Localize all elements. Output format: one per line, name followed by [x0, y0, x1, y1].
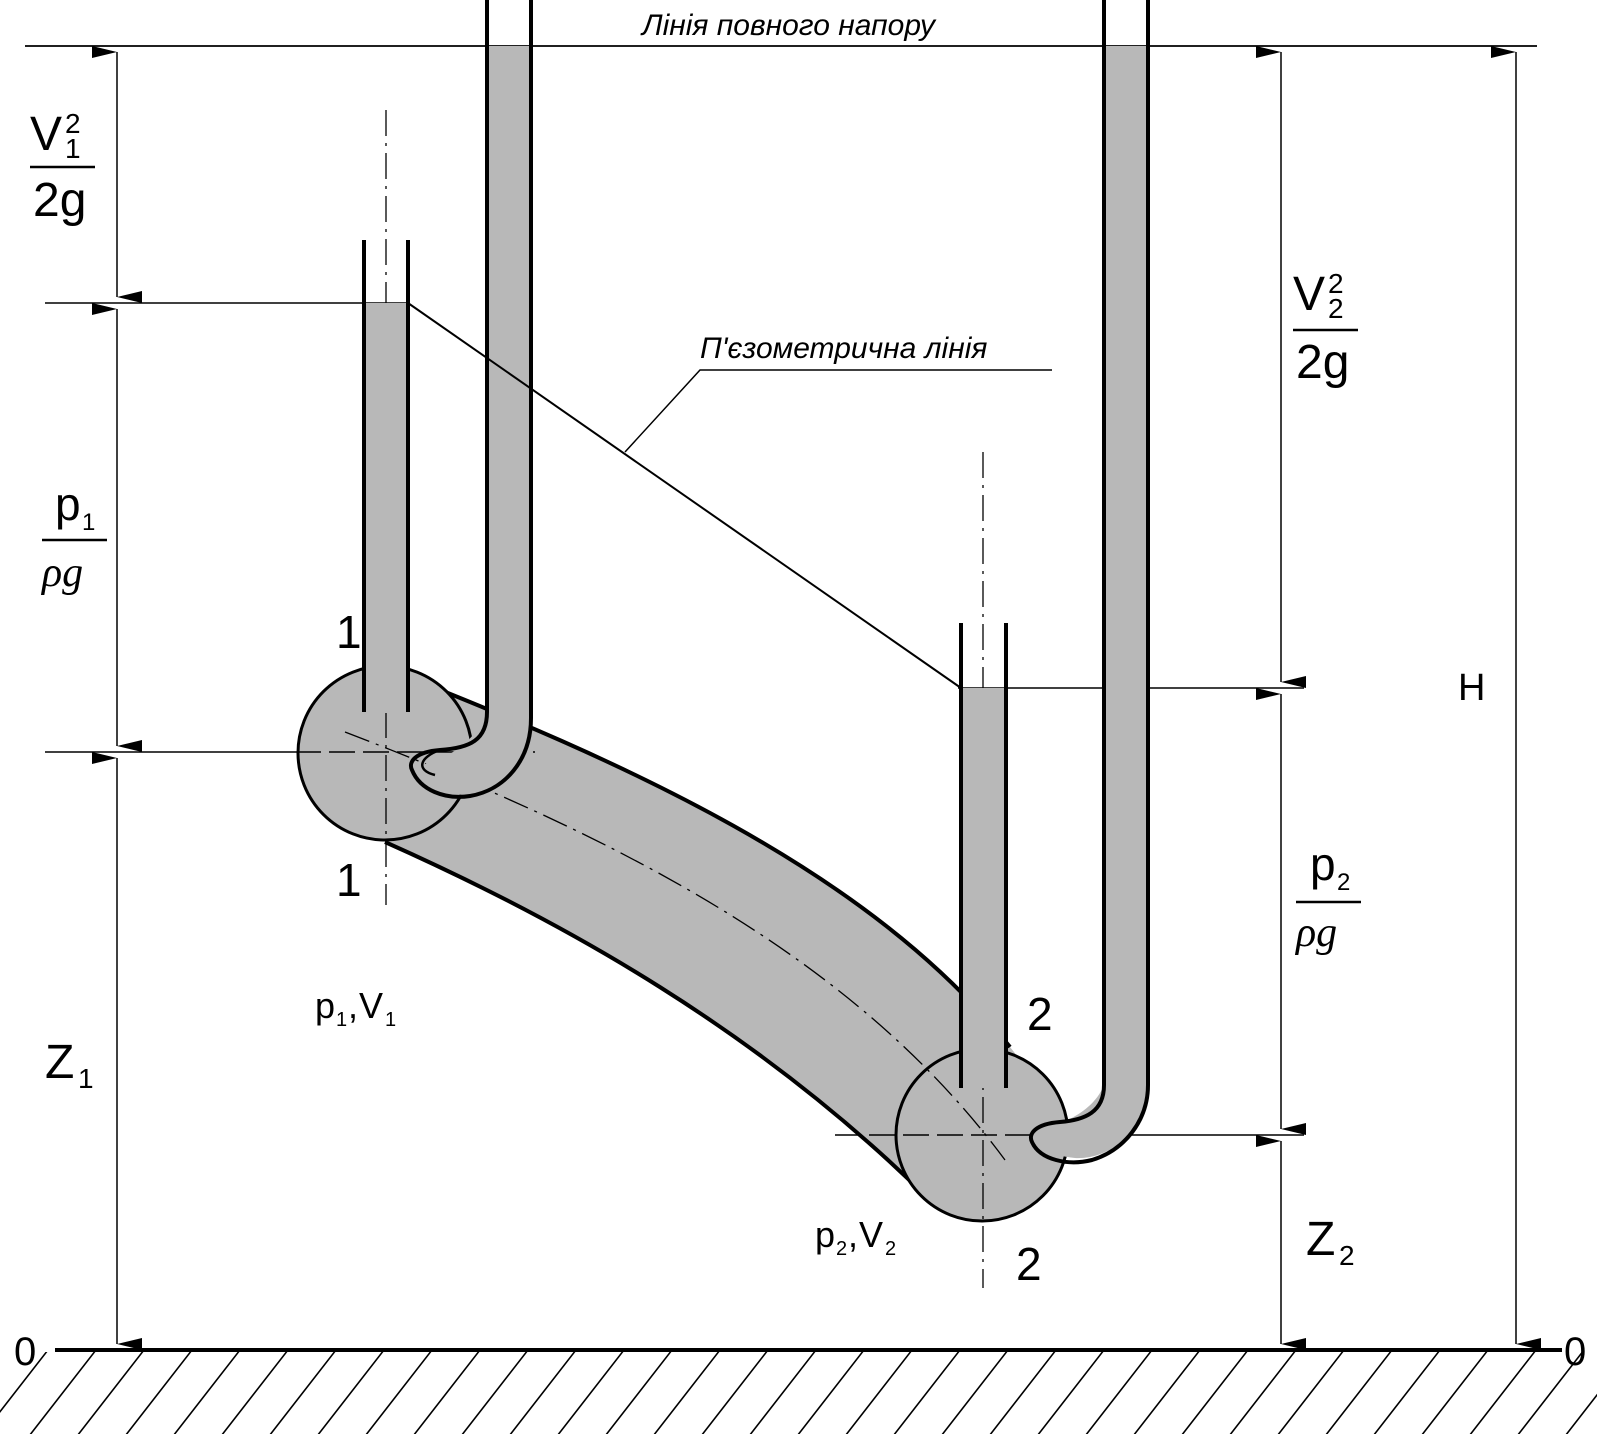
section-2-top-label: 2: [1027, 988, 1053, 1040]
section-1-top-label: 1: [336, 606, 362, 658]
z2-label: Z 2: [1306, 1213, 1355, 1271]
svg-text:p: p: [1310, 838, 1336, 890]
svg-text:2: 2: [1328, 293, 1344, 324]
svg-text:V: V: [359, 985, 383, 1026]
svg-text:2: 2: [836, 1238, 847, 1260]
svg-text:1: 1: [336, 1009, 347, 1031]
svg-text:1: 1: [78, 1063, 94, 1094]
svg-text:p: p: [315, 985, 335, 1026]
svg-text:1: 1: [65, 133, 81, 164]
svg-text:V: V: [1293, 268, 1325, 321]
svg-text:2g: 2g: [33, 174, 86, 227]
svg-text:Z: Z: [45, 1036, 74, 1089]
p1-head-formula: p 1 ρg: [40, 478, 107, 596]
svg-text:2: 2: [65, 108, 81, 139]
svg-text:p: p: [55, 478, 81, 530]
svg-text:p: p: [815, 1214, 835, 1255]
datum-right-label: 0: [1564, 1330, 1586, 1374]
pv1-label: p 1 , V 1: [315, 985, 396, 1031]
pitot-tube-2-fluid: [1030, 46, 1148, 1159]
svg-text:2: 2: [1339, 1240, 1355, 1271]
svg-text:ρg: ρg: [40, 550, 83, 596]
pitot-tube-1-fluid: [412, 46, 531, 796]
z1-label: Z 1: [45, 1036, 94, 1094]
total-head-line-label: Лінія повного напору: [640, 9, 937, 42]
svg-text:1: 1: [82, 509, 95, 536]
svg-text:V: V: [859, 1214, 883, 1255]
piezometer-1-fluid: [363, 303, 409, 713]
svg-text:Z: Z: [1306, 1213, 1335, 1266]
svg-text:1: 1: [385, 1009, 396, 1031]
piezometric-line: [407, 302, 962, 689]
piezometric-leader: [624, 369, 1052, 453]
svg-text:2: 2: [1328, 268, 1344, 299]
pipe-body: [385, 668, 1064, 1207]
piezometer-2-fluid: [960, 688, 1006, 1088]
p2-head-formula: p 2 ρg: [1294, 838, 1361, 956]
svg-text:V: V: [30, 108, 62, 161]
datum-left-label: 0: [14, 1330, 36, 1374]
v2-head-formula: V 2 2 2g: [1293, 268, 1358, 389]
section-1-bottom-label: 1: [336, 854, 362, 906]
pv2-label: p 2 , V 2: [815, 1214, 896, 1260]
svg-text:,: ,: [848, 1214, 858, 1255]
h-label: H: [1458, 667, 1485, 709]
piezometric-line-label: П'єзометрична лінія: [700, 332, 987, 365]
svg-text:2: 2: [1337, 869, 1350, 896]
v1-head-formula: V 2 1 2g: [30, 108, 95, 227]
svg-text:ρg: ρg: [1294, 910, 1337, 956]
pipe-centerline: [344, 731, 1006, 1161]
svg-text:2g: 2g: [1296, 336, 1349, 389]
section-2-bottom-label: 2: [1016, 1238, 1042, 1290]
svg-text:2: 2: [885, 1238, 896, 1260]
ground-hatching: [0, 1352, 1597, 1434]
svg-text:,: ,: [348, 985, 358, 1026]
